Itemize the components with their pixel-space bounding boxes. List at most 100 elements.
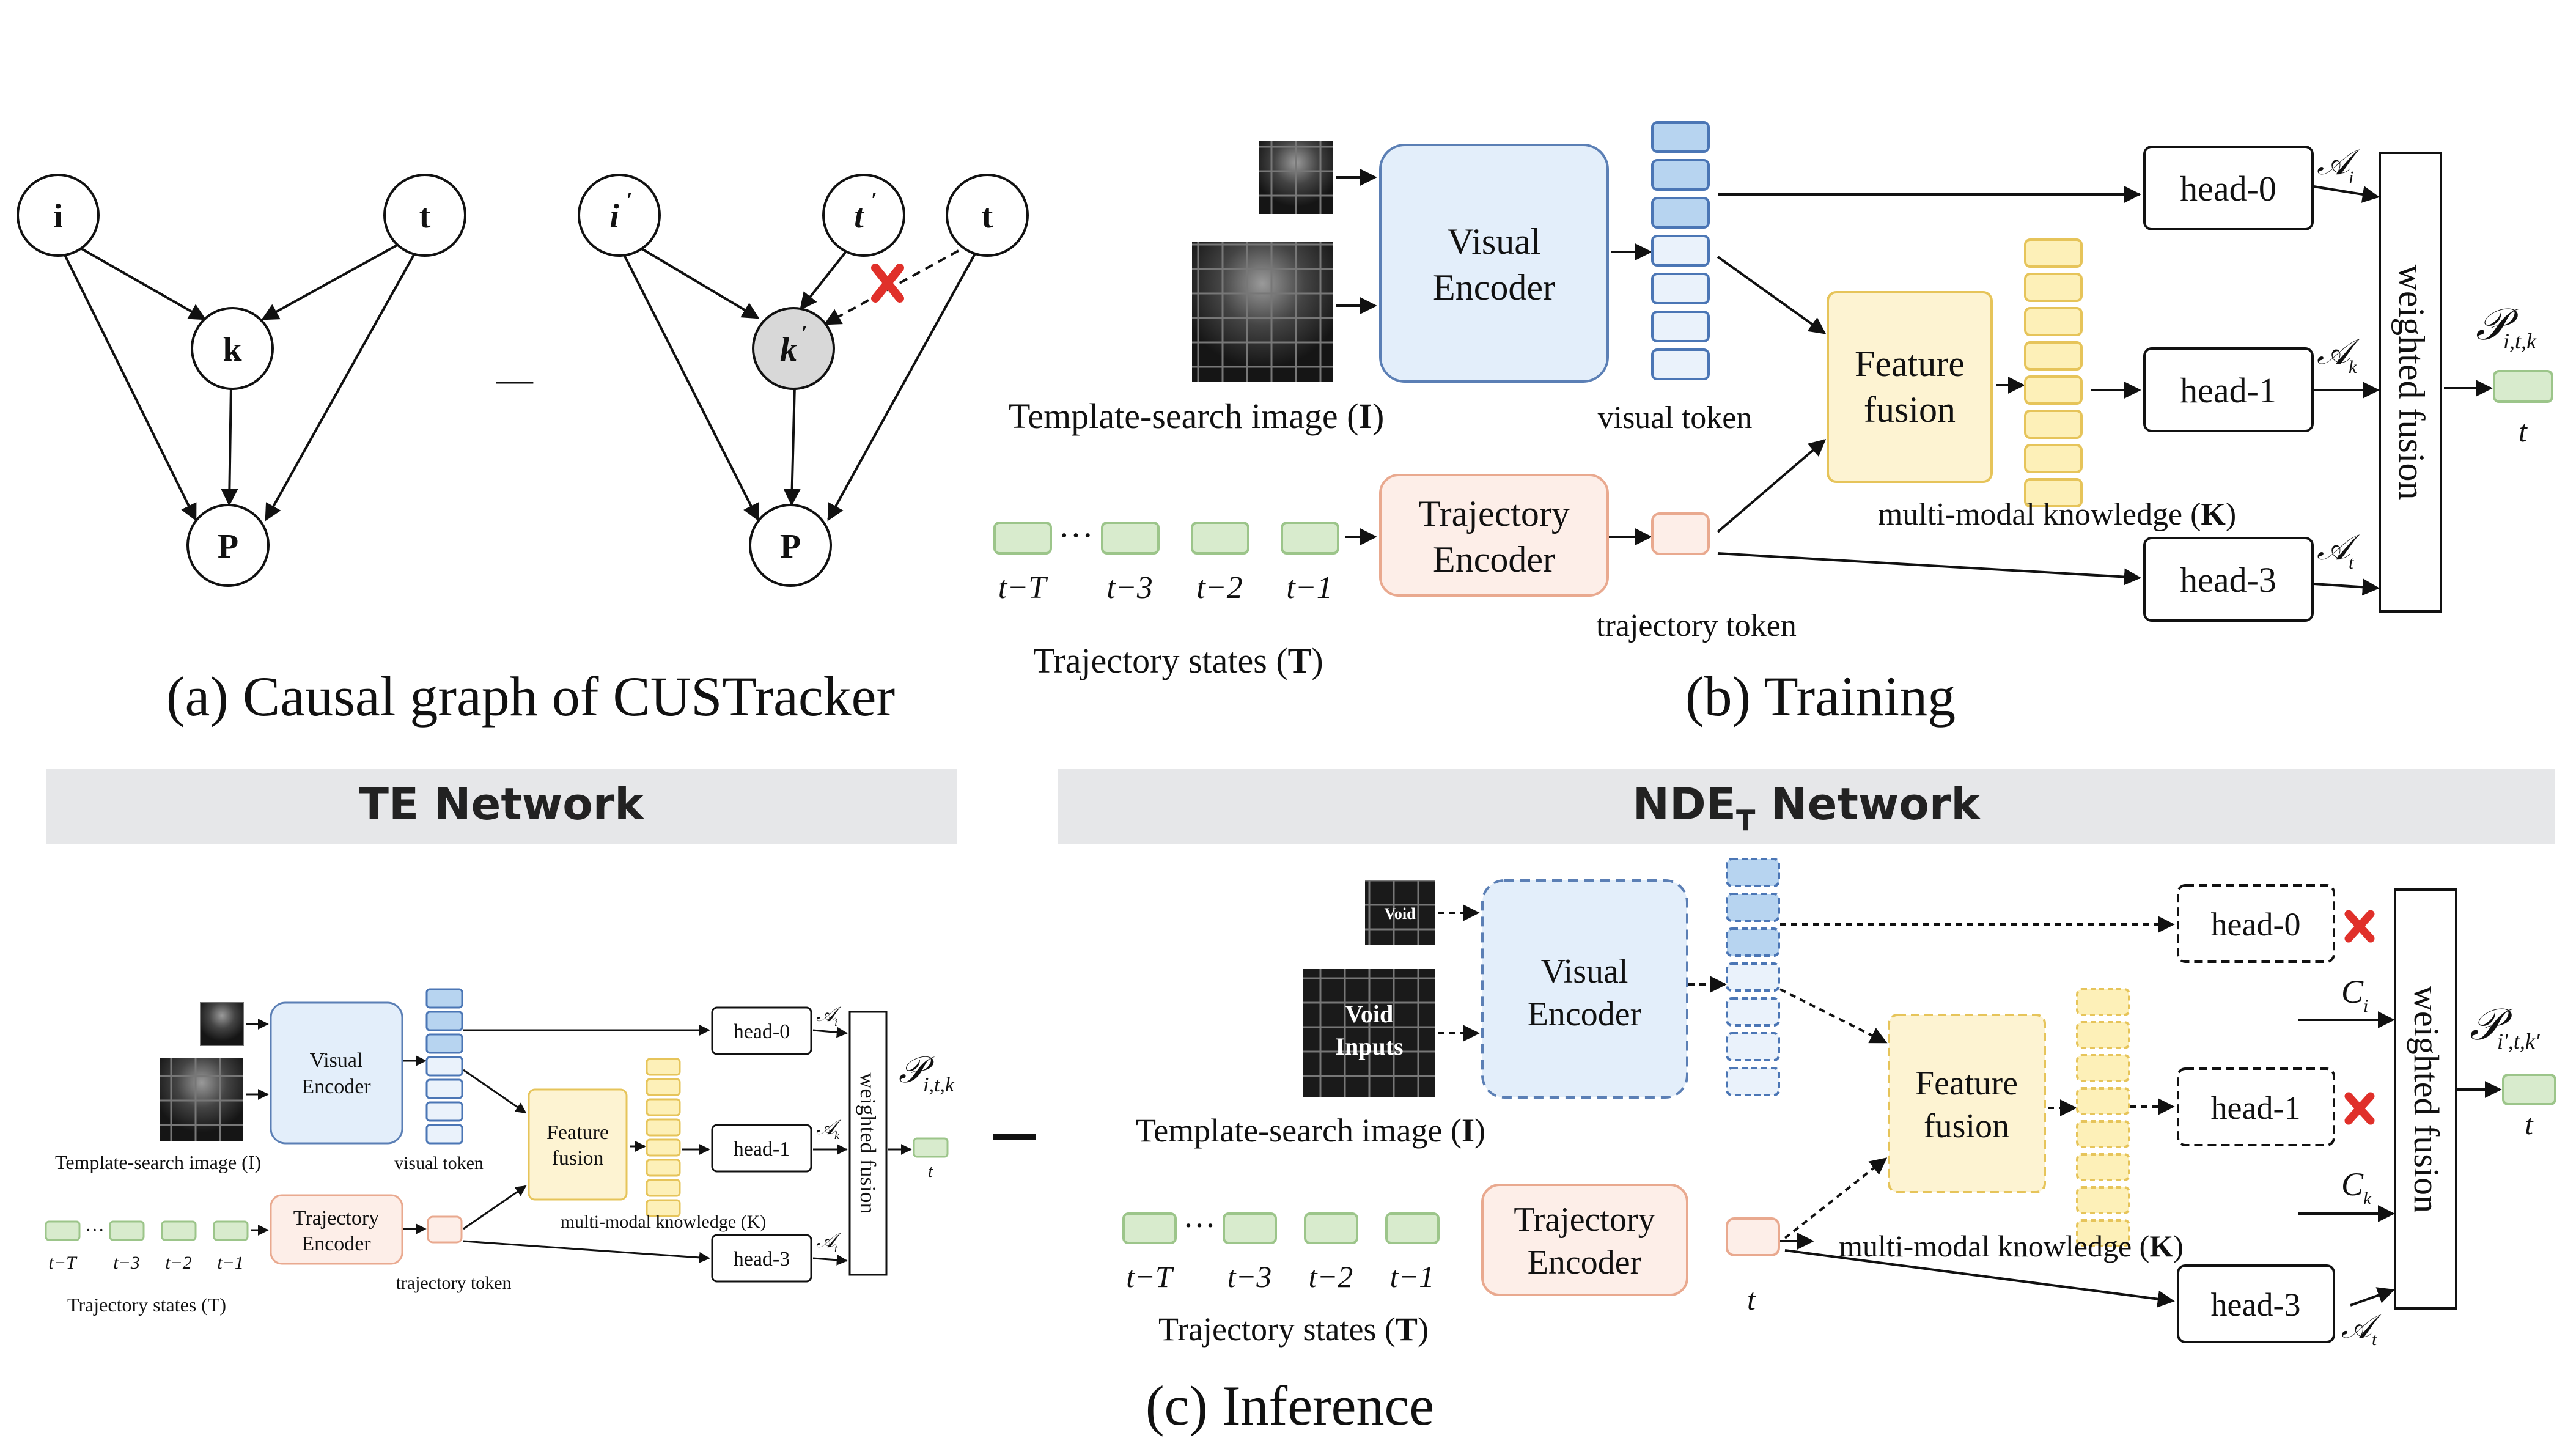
visual-token-label: visual token xyxy=(1598,400,1753,435)
svg-text:Trajectory: Trajectory xyxy=(1514,1201,1655,1239)
svg-text:t−T: t−T xyxy=(1126,1259,1174,1294)
te-head-3: head-3 xyxy=(734,1248,790,1270)
svg-text:𝒜: 𝒜 xyxy=(816,1003,842,1026)
svg-text:Encoder: Encoder xyxy=(1528,995,1642,1033)
svg-text:Encoder: Encoder xyxy=(1528,1244,1642,1281)
void-label: Void xyxy=(1384,905,1416,923)
svg-text:i′,t,k′: i′,t,k′ xyxy=(2497,1029,2541,1053)
svg-text:i: i xyxy=(834,1016,837,1028)
trajectory-token xyxy=(1651,512,1710,555)
te-traj-states-label: Trajectory states (T) xyxy=(67,1294,226,1316)
svg-text:i,t,k: i,t,k xyxy=(923,1074,955,1096)
visual-encoder-line2: Encoder xyxy=(1433,267,1555,308)
nde-red-x-icons xyxy=(2344,910,2375,1125)
svg-text:𝒜: 𝒜 xyxy=(2317,528,2360,567)
svg-text:i: i xyxy=(2363,996,2368,1016)
red-x-icon xyxy=(871,264,904,303)
svg-text:weighted fusion: weighted fusion xyxy=(2407,986,2446,1213)
ellipsis-b: ··· xyxy=(1058,515,1094,555)
svg-text:···: ··· xyxy=(85,1219,105,1241)
mmk-label: multi-modal knowledge (K) xyxy=(1878,497,2236,532)
te-head-1: head-1 xyxy=(734,1138,790,1160)
panel-a-nodes xyxy=(17,174,1029,587)
nde-network-title: NDET Network xyxy=(1633,778,1982,837)
node-t: t xyxy=(419,197,431,235)
svg-text:t−3: t−3 xyxy=(1227,1259,1272,1294)
svg-text:t: t xyxy=(928,1162,933,1181)
node-k: k xyxy=(223,331,242,369)
svg-text:t−2: t−2 xyxy=(165,1253,192,1273)
node-i-prime-mark: ′ xyxy=(627,189,633,212)
svg-text:t−1: t−1 xyxy=(217,1253,244,1273)
svg-text:···: ··· xyxy=(1183,1207,1216,1244)
nde-network-diagram: Void Void Inputs Visual Encoder xyxy=(1122,858,2556,1349)
svg-text:multi-modal knowledge (K): multi-modal knowledge (K) xyxy=(1839,1229,2184,1263)
trajectory-state-tokens xyxy=(993,522,1339,555)
te-network-banner xyxy=(46,769,957,844)
svg-text:t−3: t−3 xyxy=(1106,570,1153,605)
svg-text:𝒜: 𝒜 xyxy=(2317,142,2360,182)
feature-fusion-line2: fusion xyxy=(1864,389,1956,430)
output-token xyxy=(2493,370,2553,403)
node-p: P xyxy=(218,528,238,566)
svg-text:t−1: t−1 xyxy=(1286,570,1333,605)
te-visual-token-label: visual token xyxy=(394,1153,484,1173)
visual-encoder-line1: Visual xyxy=(1447,221,1540,262)
svg-text:k: k xyxy=(2363,1189,2372,1209)
output-t: t xyxy=(2519,414,2528,448)
te-feature-fusion-line1: Feature xyxy=(546,1121,609,1144)
head-1-label: head-1 xyxy=(2180,371,2276,410)
svg-text:head-0: head-0 xyxy=(2211,906,2301,943)
te-network-diagram: Visual Encoder Feature fusion xyxy=(45,988,955,1316)
te-visual-encoder-line1: Visual xyxy=(310,1049,363,1072)
multimodal-tokens xyxy=(2024,238,2083,507)
node-k-prime: k xyxy=(780,331,797,369)
svg-text:t: t xyxy=(1747,1282,1756,1316)
svg-text:Void: Void xyxy=(1345,1000,1394,1028)
svg-text:t−3: t−3 xyxy=(113,1253,140,1273)
svg-text:fusion: fusion xyxy=(1924,1107,2009,1145)
visual-tokens xyxy=(1651,121,1710,380)
weighted-fusion-label: weighted fusion xyxy=(2391,265,2432,500)
node-k-prime-mark: ′ xyxy=(801,322,808,345)
svg-text:t−T: t−T xyxy=(998,570,1048,605)
svg-text:i: i xyxy=(2349,168,2353,188)
trajectory-encoder-line2: Encoder xyxy=(1433,539,1555,580)
node-t-prime: t xyxy=(854,197,864,235)
svg-text:t−1: t−1 xyxy=(1390,1259,1435,1294)
svg-text:head-3: head-3 xyxy=(2211,1286,2301,1323)
head-boxes xyxy=(2143,146,2314,622)
head-3-label: head-3 xyxy=(2180,560,2276,600)
minus-sign-a: — xyxy=(496,359,534,399)
minus-sign-c xyxy=(993,1134,1036,1140)
nde-network-banner xyxy=(1058,769,2555,844)
head-0-label: head-0 xyxy=(2180,169,2276,208)
weighted-fusion-box xyxy=(2379,152,2442,613)
node-i: i xyxy=(53,197,63,235)
svg-text:Trajectory states (T): Trajectory states (T) xyxy=(1158,1311,1429,1348)
svg-text:Trajectory: Trajectory xyxy=(293,1207,379,1230)
svg-text:Encoder: Encoder xyxy=(301,1233,371,1255)
svg-text:t: t xyxy=(2349,553,2354,573)
svg-text:t: t xyxy=(834,1242,838,1255)
template-search-label: Template-search image (I) xyxy=(1009,396,1384,436)
panel-a-causal-graph xyxy=(63,242,976,522)
visual-encoder-box xyxy=(1379,144,1609,383)
trajectory-token-label: trajectory token xyxy=(1596,608,1797,643)
trajectory-encoder-box xyxy=(1379,474,1609,597)
svg-text:t: t xyxy=(2372,1329,2377,1349)
trajectory-states-label: Trajectory states (T) xyxy=(1033,641,1323,680)
caption-b: (b) Training xyxy=(1685,665,1956,728)
node-i-prime: i xyxy=(609,197,619,235)
trajectory-encoder-line1: Trajectory xyxy=(1418,493,1570,534)
te-visual-encoder-line2: Encoder xyxy=(301,1075,371,1098)
svg-text:𝒜: 𝒜 xyxy=(816,1230,842,1252)
svg-text:C: C xyxy=(2341,973,2364,1010)
feature-fusion-box xyxy=(1827,291,1993,483)
svg-text:Feature: Feature xyxy=(1915,1064,2018,1102)
node-t-prime-mark: ′ xyxy=(871,189,877,212)
svg-text:C: C xyxy=(2341,1166,2364,1203)
output-p-sub: i,t,k xyxy=(2503,329,2537,353)
panel-a-node-labels: i t k P i ′ t ′ t k ′ P xyxy=(53,189,993,566)
